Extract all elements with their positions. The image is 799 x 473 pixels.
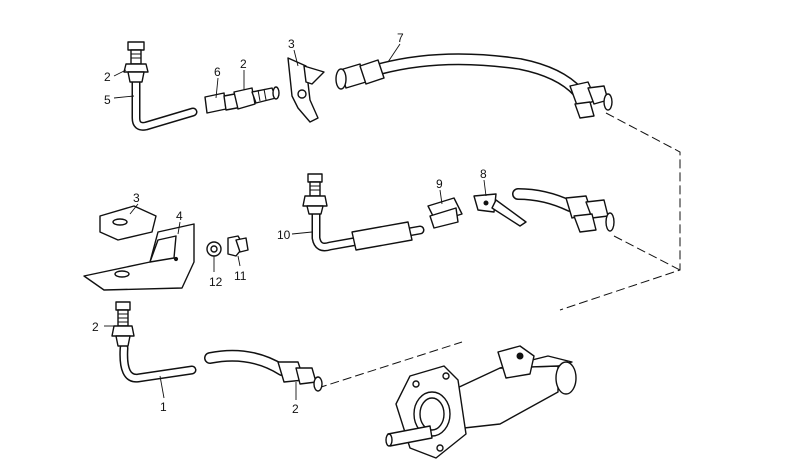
pipe-part-1 [111,301,197,383]
callout-4: 4 [176,209,183,223]
bolt-part-11 [227,235,249,257]
callout-3: 3 [133,191,140,205]
clip-part-8 [473,193,527,227]
upper-pipe-part-5 [123,41,198,131]
callout-7: 7 [397,31,404,45]
callout-11: 11 [234,269,247,283]
callout-1: 1 [160,400,167,414]
leader-lines [104,43,487,400]
pipe-part-10 [302,173,425,252]
callout-10: 10 [277,228,291,242]
callout-6: 6 [214,65,221,79]
bracket-top-3 [287,57,325,123]
bracket-part-4 [83,223,195,291]
callout-8: 8 [480,167,487,181]
callout-9: 9 [436,177,443,191]
callout-12: 12 [209,275,223,289]
washer-part-12 [206,241,222,257]
callout-5: 5 [104,93,111,107]
callout-2: 2 [104,70,111,84]
callout-labels: 2 5 6 2 3 7 3 4 9 8 10 12 11 2 1 2 [92,31,487,416]
lower-pipe [204,349,323,392]
bracket-part-3 [99,205,157,241]
callout-2: 2 [92,320,99,334]
callout-2: 2 [292,402,299,416]
nut-top-2 [233,86,280,110]
middle-hose [512,188,615,233]
callout-3: 3 [288,37,295,51]
slave-cylinder [385,345,577,459]
callout-2: 2 [240,57,247,71]
hose-part-7 [335,53,613,119]
clip-part-9 [427,197,463,229]
assembly-dash-lines [317,112,681,389]
